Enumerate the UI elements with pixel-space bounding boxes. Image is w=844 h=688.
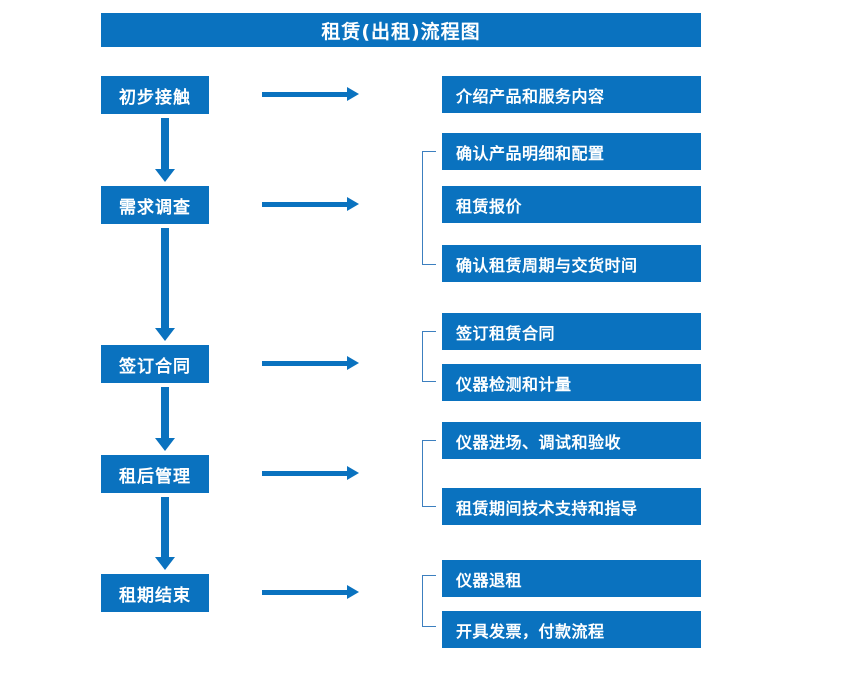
stage-box-1[interactable]: 初步接触 — [101, 76, 209, 114]
arrow-shaft — [161, 387, 169, 438]
arrow-head-icon — [155, 557, 175, 570]
detail-box-9[interactable]: 仪器退租 — [442, 560, 701, 597]
arrow-shaft — [262, 361, 348, 366]
detail-box-4[interactable]: 确认租赁周期与交货时间 — [442, 245, 701, 282]
detail-box-3[interactable]: 租赁报价 — [442, 186, 701, 223]
stage-box-2[interactable]: 需求调查 — [101, 186, 209, 224]
vertical-arrow-4 — [155, 497, 175, 570]
horizontal-arrow-5 — [262, 585, 359, 599]
detail-box-5[interactable]: 签订租赁合同 — [442, 313, 701, 350]
arrow-head-icon — [155, 438, 175, 451]
arrow-head-icon — [155, 328, 175, 341]
arrow-head-icon — [347, 585, 359, 599]
stage-box-3[interactable]: 签订合同 — [101, 345, 209, 383]
arrow-shaft — [262, 202, 348, 207]
detail-box-8[interactable]: 租赁期间技术支持和指导 — [442, 488, 701, 525]
group-bracket-1 — [422, 151, 436, 265]
stage-box-4[interactable]: 租后管理 — [101, 455, 209, 493]
horizontal-arrow-4 — [262, 466, 359, 480]
group-bracket-2 — [422, 331, 436, 382]
vertical-arrow-2 — [155, 228, 175, 341]
detail-box-2[interactable]: 确认产品明细和配置 — [442, 133, 701, 170]
horizontal-arrow-3 — [262, 356, 359, 370]
arrow-shaft — [161, 497, 169, 557]
arrow-shaft — [262, 590, 348, 595]
stage-box-5[interactable]: 租期结束 — [101, 574, 209, 612]
detail-box-10[interactable]: 开具发票，付款流程 — [442, 611, 701, 648]
horizontal-arrow-1 — [262, 87, 359, 101]
arrow-shaft — [161, 118, 169, 169]
arrow-shaft — [161, 228, 169, 328]
page-title: 租赁(出租)流程图 — [101, 13, 701, 47]
vertical-arrow-3 — [155, 387, 175, 451]
arrow-head-icon — [347, 466, 359, 480]
group-bracket-3 — [422, 440, 436, 507]
arrow-head-icon — [347, 87, 359, 101]
horizontal-arrow-2 — [262, 197, 359, 211]
arrow-head-icon — [155, 169, 175, 182]
arrow-head-icon — [347, 197, 359, 211]
arrow-shaft — [262, 92, 348, 97]
vertical-arrow-1 — [155, 118, 175, 182]
arrow-head-icon — [347, 356, 359, 370]
arrow-shaft — [262, 471, 348, 476]
detail-box-1[interactable]: 介绍产品和服务内容 — [442, 76, 701, 113]
group-bracket-4 — [422, 575, 436, 627]
detail-box-6[interactable]: 仪器检测和计量 — [442, 364, 701, 401]
detail-box-7[interactable]: 仪器进场、调试和验收 — [442, 422, 701, 459]
